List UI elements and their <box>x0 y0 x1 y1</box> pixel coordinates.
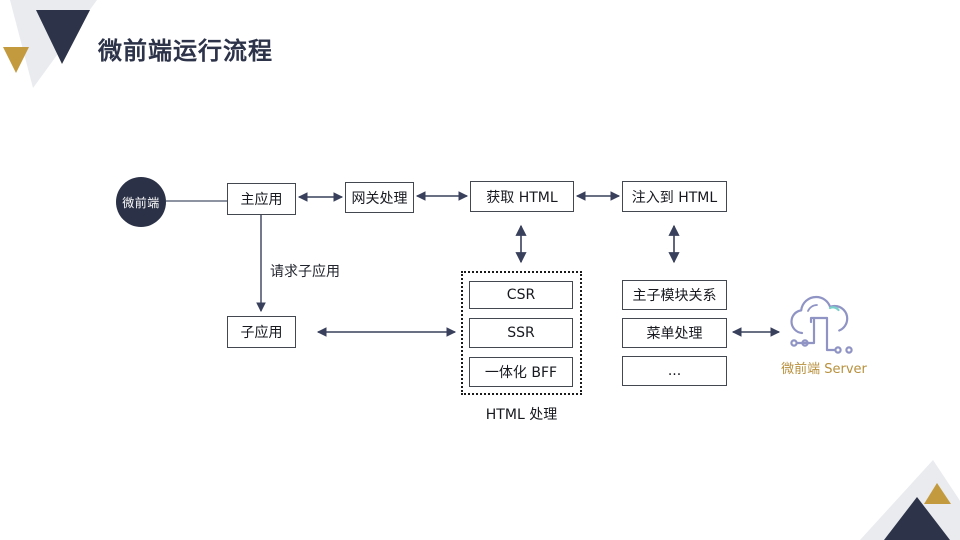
start-node-circle: 微前端 <box>116 177 166 227</box>
decor-triangles-bottom-right <box>860 460 960 540</box>
node-bff: 一体化 BFF <box>469 357 573 387</box>
node-gateway: 网关处理 <box>345 182 414 213</box>
decor-gold-triangle <box>3 47 29 73</box>
node-more: ... <box>622 356 727 386</box>
circuit-bracket <box>809 316 829 324</box>
cloud-teal-accent <box>828 306 840 312</box>
decor-navy-triangle <box>36 10 90 64</box>
node-csr: CSR <box>469 281 573 309</box>
circuit-node <box>834 346 842 354</box>
cloud-inner-curve <box>807 304 818 312</box>
cloud-outline <box>790 295 849 335</box>
node-menu-handling: 菜单处理 <box>622 318 727 348</box>
circuit-right-trace <box>825 316 837 352</box>
cloud-server-icon <box>790 295 853 354</box>
circuit-node <box>801 339 809 347</box>
decor-navy-triangle <box>884 497 950 540</box>
decor-gray-triangle <box>10 0 97 88</box>
node-sub-app: 子应用 <box>227 316 296 348</box>
node-ssr: SSR <box>469 318 573 348</box>
node-inject-html: 注入到 HTML <box>622 181 727 212</box>
circuit-node <box>845 346 853 354</box>
decor-gray-triangle <box>860 460 960 540</box>
node-fetch-html: 获取 HTML <box>470 181 574 212</box>
html-processing-label: HTML 处理 <box>485 407 558 423</box>
html-processing-group <box>461 271 582 395</box>
decor-gold-triangle <box>924 483 951 504</box>
request-sub-app-label: 请求子应用 <box>270 264 340 280</box>
page-title: 微前端运行流程 <box>98 37 273 65</box>
decor-triangles-top-left <box>3 0 97 88</box>
node-main-app: 主应用 <box>227 183 296 215</box>
start-node-label: 微前端 <box>122 195 160 210</box>
server-label: 微前端 Server <box>781 362 867 377</box>
node-module-relation: 主子模块关系 <box>622 280 727 310</box>
circuit-node <box>790 339 798 347</box>
